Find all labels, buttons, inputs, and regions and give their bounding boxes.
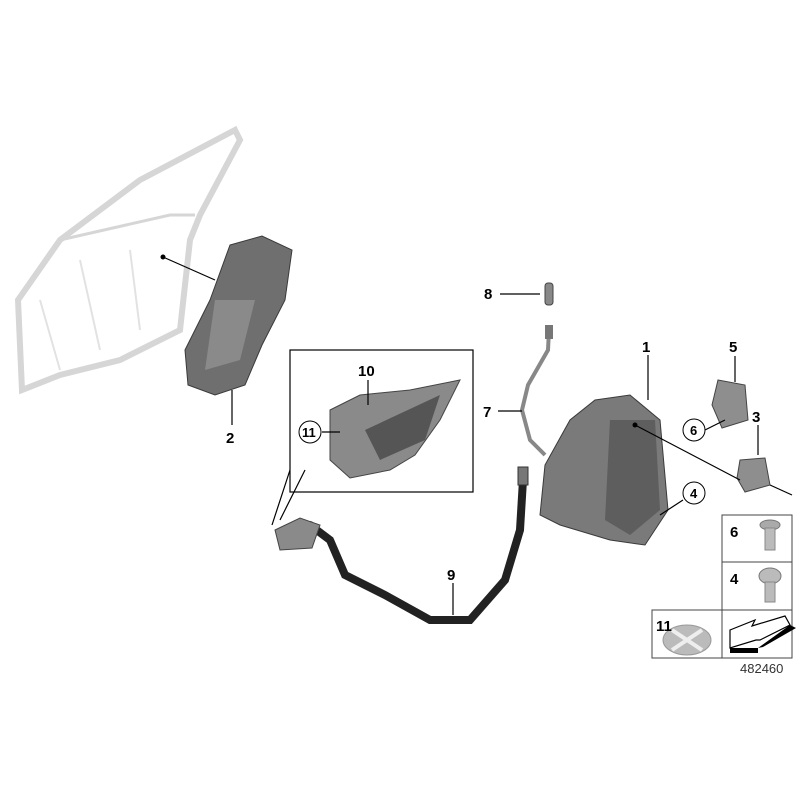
detail-box-leader-2 (279, 469, 306, 521)
callout-5: 5 (729, 339, 737, 356)
detail-box-leader (271, 469, 291, 526)
fastener-legend (651, 514, 793, 659)
screw-6-icon (759, 519, 781, 551)
leader-lines (160, 254, 793, 615)
part-10-inner-handle (329, 379, 461, 479)
callout-11-circle (298, 420, 322, 444)
legend-label-11: 11 (656, 618, 672, 635)
callout-1: 1 (642, 339, 650, 356)
callout-2: 2 (226, 430, 234, 447)
callout-10: 10 (358, 363, 375, 380)
callout-4: 4 (690, 486, 698, 501)
legend-label-6: 6 (730, 524, 738, 541)
door-frame (14, 125, 244, 395)
part-7-rod (519, 329, 551, 457)
callout-6: 6 (690, 423, 697, 438)
part-5-bracket (711, 379, 749, 429)
detail-box (289, 349, 474, 493)
callout-7: 7 (483, 404, 491, 421)
part-8-pin (544, 282, 554, 306)
screw-4-icon (758, 567, 782, 603)
part-1-door-lock (539, 394, 669, 546)
part-9-cable (274, 466, 529, 624)
part-7-rod-end (545, 325, 553, 339)
callout-4-circle (682, 481, 706, 505)
install-direction-arrow-icon (729, 615, 796, 653)
part-3-clip (736, 457, 771, 493)
callout-6-circle (682, 418, 706, 442)
callout-3: 3 (752, 409, 760, 426)
callout-9: 9 (447, 567, 455, 584)
diagram-reference-number: 482460 (740, 661, 783, 676)
callout-8: 8 (484, 286, 492, 303)
legend-label-4: 4 (730, 571, 739, 588)
clip-nut-11-icon (662, 624, 712, 656)
part-2-lock-actuator (184, 235, 293, 396)
callout-11: 11 (302, 425, 316, 440)
